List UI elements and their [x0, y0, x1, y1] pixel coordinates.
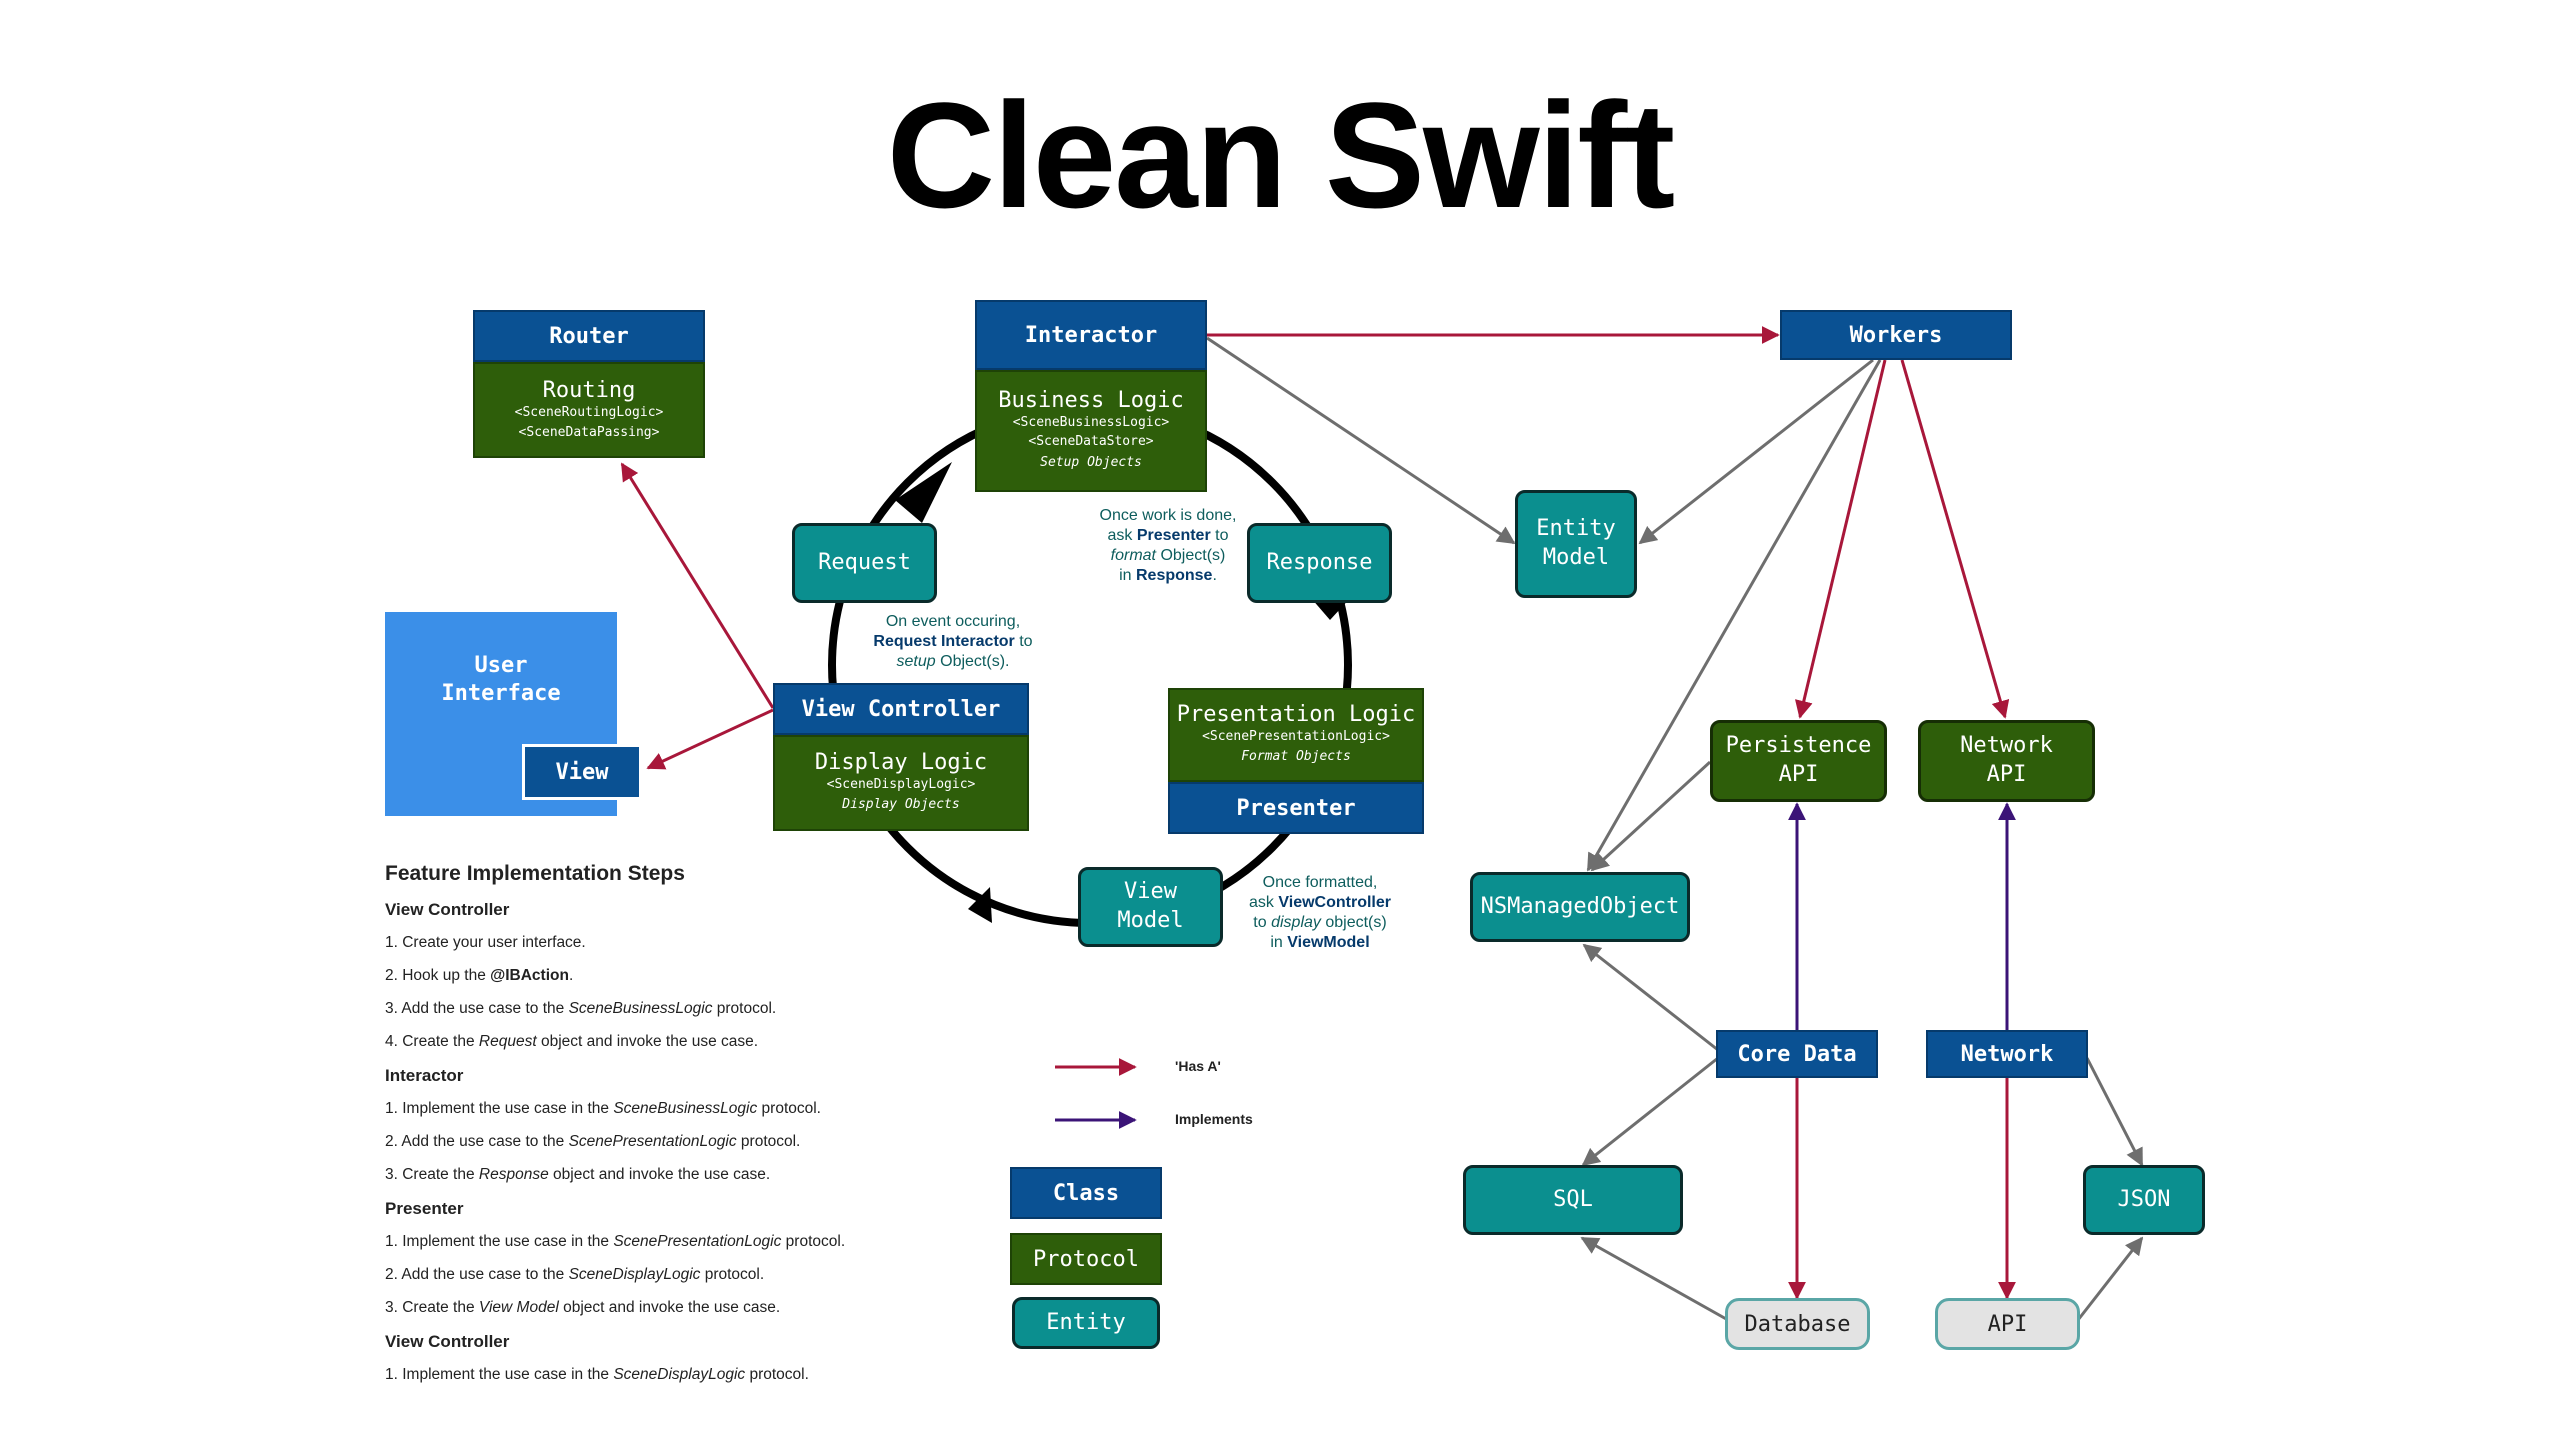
legend-has-a-label: 'Has A' — [1175, 1058, 1221, 1074]
entity-model-line1: Entity — [1536, 516, 1616, 542]
legend-class: Class — [1010, 1167, 1162, 1219]
step-item: 2. Add the use case to the SceneDisplayL… — [385, 1266, 765, 1283]
view-controller-class: View Controller — [773, 683, 1029, 735]
step-item: 1. Implement the use case in the ScenePr… — [385, 1233, 846, 1250]
viewmodel-note: Once formatted, ask ViewController to di… — [1249, 874, 1391, 951]
arrow-workers-network — [1900, 359, 2010, 719]
interactor-protocol-business: <SceneBusinessLogic> — [1012, 414, 1170, 430]
arrow-workers-persistence — [1794, 359, 1887, 719]
view-controller-objects: Display Objects — [842, 797, 960, 813]
api-source: API — [1935, 1298, 2080, 1350]
arrow-vc-router — [620, 462, 775, 709]
steps-presenter-heading: Presenter — [385, 1199, 464, 1218]
legend-entity: Entity — [1012, 1297, 1160, 1349]
presenter-protocol: Presentation Logic <ScenePresentationLog… — [1168, 688, 1424, 782]
arrow-coredata-nsmanaged — [1582, 943, 1719, 1052]
interactor-protocol-label: Business Logic — [998, 387, 1184, 413]
presenter-class: Presenter — [1168, 782, 1424, 834]
interactor-class: Interactor — [975, 300, 1207, 370]
step-item: 2. Add the use case to the ScenePresenta… — [385, 1133, 801, 1150]
request-note: On event occuring, Request Interactor to… — [873, 613, 1033, 670]
view-model-entity: View Model — [1078, 867, 1223, 947]
arrow-api-json — [2076, 1236, 2144, 1321]
arrow-vc-view — [646, 708, 774, 770]
presenter-objects: Format Objects — [1241, 749, 1351, 765]
sql-entity: SQL — [1463, 1165, 1683, 1235]
response-entity: Response — [1247, 523, 1392, 603]
response-note: Once work is done, ask Presenter to form… — [1099, 507, 1237, 584]
arrow-interactor-entity — [1206, 336, 1516, 545]
presenter-protocol-label: Presentation Logic — [1176, 701, 1416, 727]
interactor-protocol-datastore: <SceneDataStore> — [1028, 434, 1154, 450]
persistence-api: Persistence API — [1710, 720, 1887, 802]
core-data-class: Core Data — [1716, 1030, 1878, 1078]
view-class: View — [522, 744, 642, 800]
interactor-protocol: Business Logic <SceneBusinessLogic> <Sce… — [975, 370, 1207, 492]
feature-steps: Feature Implementation Steps View Contro… — [385, 862, 1065, 1399]
arrow-workers-nsmanaged — [1586, 359, 1882, 872]
network-api: Network API — [1918, 720, 2095, 802]
ns-managed-object: NSManagedObject — [1470, 872, 1690, 942]
router-protocol: Routing <SceneRoutingLogic> <SceneDataPa… — [473, 362, 705, 458]
step-item: 3. Create the Response object and invoke… — [385, 1166, 771, 1183]
cycle-arrow-request — [895, 462, 952, 523]
interactor-objects: Setup Objects — [1040, 454, 1142, 470]
cycle-arrow-viewmodel — [968, 887, 992, 923]
entity-model-line2: Model — [1542, 545, 1610, 570]
user-interface-label: User Interface — [441, 653, 561, 706]
json-entity: JSON — [2083, 1165, 2205, 1235]
step-item: 1. Implement the use case in the SceneDi… — [385, 1366, 809, 1383]
router-protocol-label: Routing — [542, 378, 636, 403]
step-item: 3. Add the use case to the SceneBusiness… — [385, 1000, 777, 1017]
feature-steps-heading: Feature Implementation Steps — [385, 862, 685, 885]
presenter-protocol-presentation: <ScenePresentationLogic> — [1202, 728, 1390, 744]
view-controller-protocol-display: <SceneDisplayLogic> — [826, 776, 976, 792]
network-class: Network — [1926, 1030, 2088, 1078]
workers-class: Workers — [1780, 310, 2012, 360]
entity-model: Entity Model — [1515, 490, 1637, 598]
page-title: Clean Swift — [886, 71, 1675, 239]
request-entity: Request — [792, 523, 937, 603]
view-controller-protocol: Display Logic <SceneDisplayLogic> Displa… — [773, 735, 1029, 831]
step-item: 3. Create the View Model object and invo… — [385, 1299, 781, 1316]
steps-view-controller-2-heading: View Controller — [385, 1332, 510, 1351]
step-item: 2. Hook up the @IBAction. — [385, 967, 574, 984]
steps-view-controller-heading: View Controller — [385, 900, 510, 919]
router-protocol-routing: <SceneRoutingLogic> — [514, 405, 664, 420]
arrow-network-json — [2085, 1057, 2144, 1167]
router-protocol-datapassing: <SceneDataPassing> — [518, 424, 660, 440]
arrow-coredata-sql — [1581, 1056, 1719, 1167]
step-item: 1. Implement the use case in the SceneBu… — [385, 1100, 821, 1117]
arrow-database-sql — [1580, 1236, 1729, 1322]
legend-implements-label: Implements — [1175, 1111, 1253, 1127]
steps-interactor-heading: Interactor — [385, 1066, 464, 1085]
database-source: Database — [1725, 1298, 1870, 1350]
arrow-workers-entity — [1638, 358, 1874, 545]
step-item: 4. Create the Request object and invoke … — [385, 1033, 759, 1050]
legend-protocol: Protocol — [1010, 1233, 1162, 1285]
view-controller-protocol-label: Display Logic — [814, 749, 988, 775]
router-class: Router — [473, 310, 705, 362]
arrow-persistence-nsmanaged — [1590, 760, 1712, 872]
step-item: 1. Create your user interface. — [385, 934, 586, 951]
